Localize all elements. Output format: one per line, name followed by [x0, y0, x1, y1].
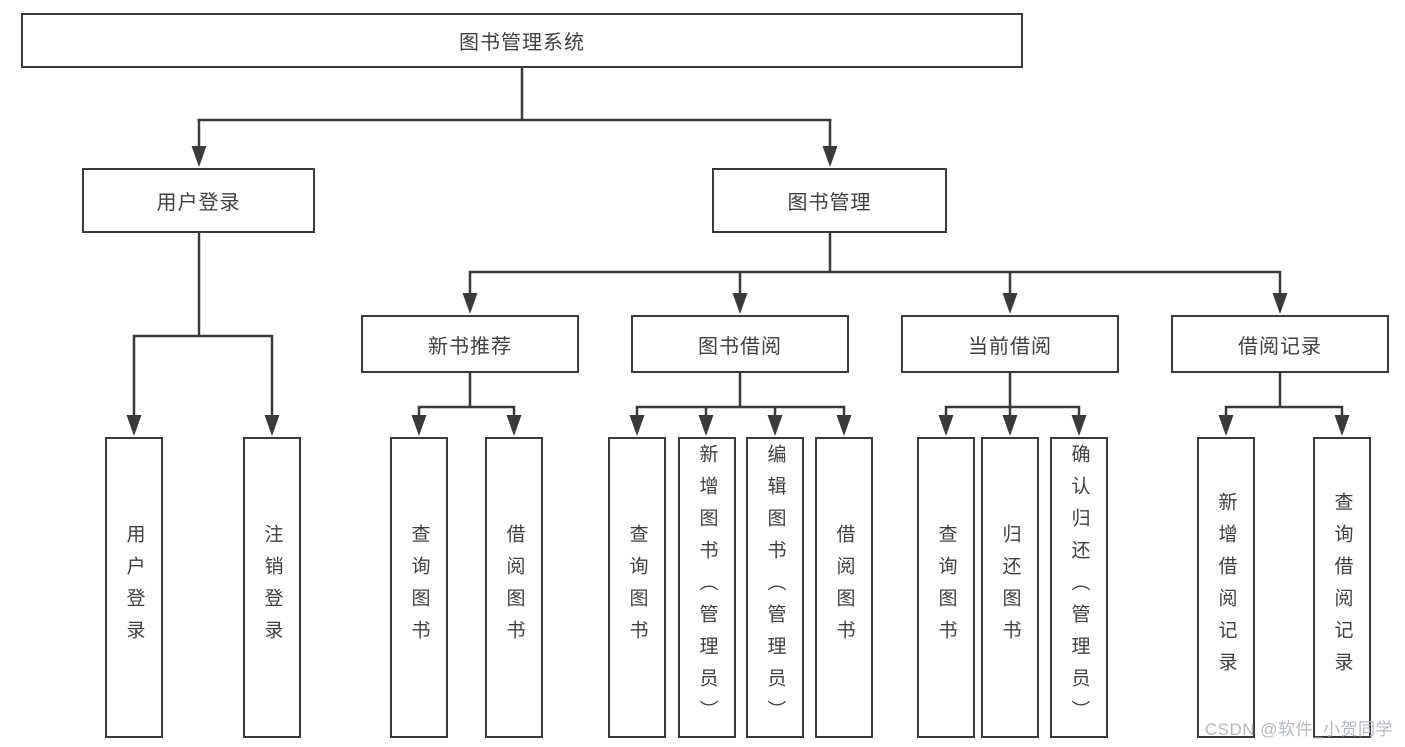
node-root-library-management-system: 图书管理系统 [21, 13, 1023, 68]
arrowhead [698, 415, 714, 436]
leaf-query-books-current: 查询图书 [917, 437, 975, 738]
leaf-logout-login: 注销登录 [243, 437, 301, 738]
leaf-query-books-borrowing: 查询图书 [608, 437, 666, 738]
arrowhead [126, 415, 142, 436]
connector-stems [132, 68, 1344, 419]
arrowhead [1071, 415, 1087, 436]
leaf-return-books: 归还图书 [981, 437, 1039, 738]
node-borrowing-records: 借阅记录 [1171, 315, 1389, 373]
leaf-query-borrow-record: 查询借阅记录 [1313, 437, 1371, 738]
arrowhead [767, 415, 783, 436]
arrowhead [1002, 415, 1018, 436]
arrowhead [822, 146, 838, 167]
arrowhead [462, 293, 478, 314]
node-book-management: 图书管理 [712, 168, 947, 233]
leaf-user-login: 用户登录 [105, 437, 163, 738]
leaf-borrow-books-borrowing: 借阅图书 [815, 437, 873, 738]
leaf-confirm-return-admin: 确认归还（管理员） [1050, 437, 1108, 738]
arrowhead [1218, 415, 1234, 436]
node-user-login: 用户登录 [82, 168, 315, 233]
arrowhead [629, 415, 645, 436]
leaf-query-books-recommend: 查询图书 [390, 437, 448, 738]
csdn-watermark: CSDN @软件_小贺同学 [1204, 720, 1393, 739]
node-current-borrowing: 当前借阅 [901, 315, 1119, 373]
arrowhead [1272, 293, 1288, 314]
leaf-add-borrow-record: 新增借阅记录 [1197, 437, 1255, 738]
leaf-edit-books-admin: 编辑图书（管理员） [746, 437, 804, 738]
node-new-book-recommendation: 新书推荐 [361, 315, 579, 373]
arrowhead [411, 415, 427, 436]
leaf-borrow-books-recommend: 借阅图书 [485, 437, 543, 738]
arrowhead [191, 146, 207, 167]
arrowhead [1334, 415, 1350, 436]
arrowhead [264, 415, 280, 436]
arrowhead [836, 415, 852, 436]
arrowhead [1002, 293, 1018, 314]
leaf-add-books-admin: 新增图书（管理员） [678, 437, 736, 738]
arrowhead [732, 293, 748, 314]
arrowhead [506, 415, 522, 436]
arrowhead [938, 415, 954, 436]
node-book-borrowing: 图书借阅 [631, 315, 849, 373]
